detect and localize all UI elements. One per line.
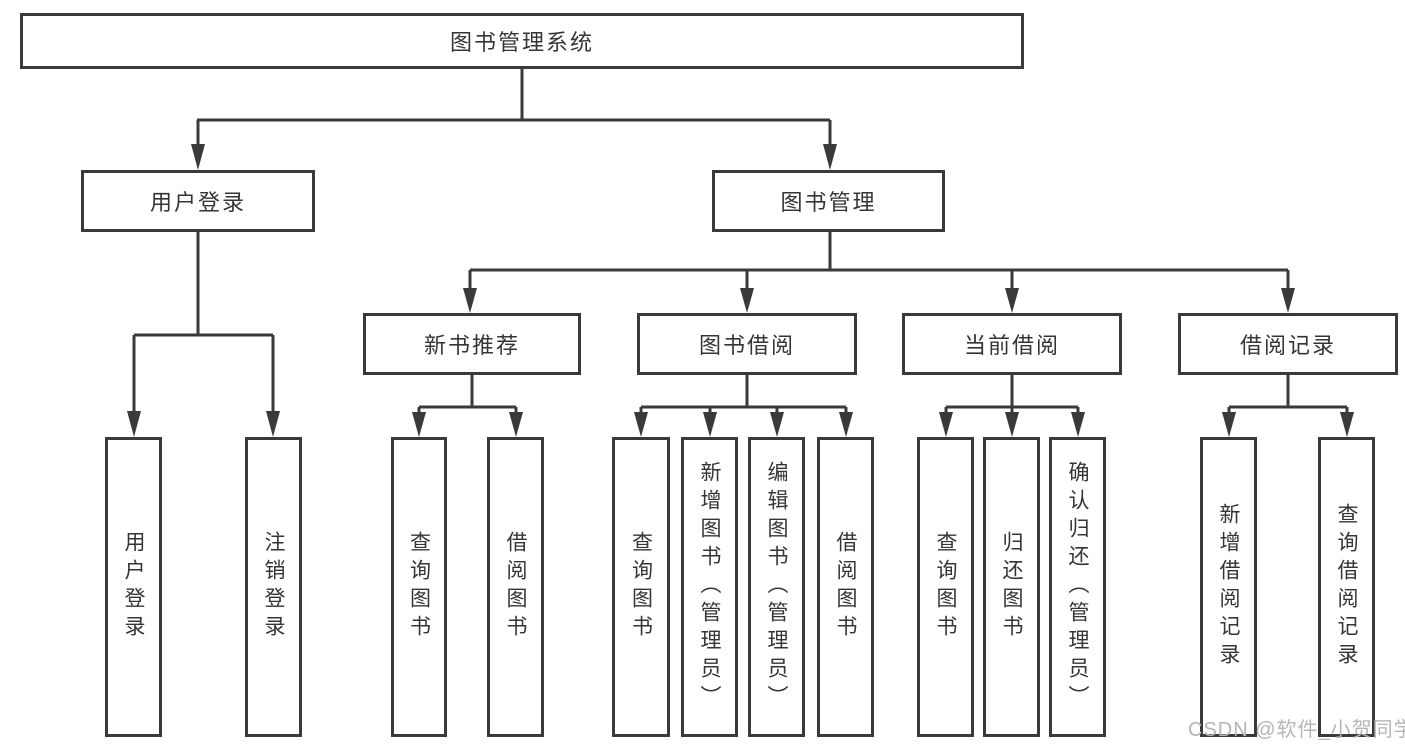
connector-new-book-recommend-branch — [412, 375, 523, 437]
connector-current-borrowing-branch — [939, 375, 1085, 437]
node-label: 图书管理 — [780, 190, 877, 215]
node-label: 确认归还（管理员） — [1066, 461, 1089, 713]
node-current-borrowing: 当前借阅 — [902, 313, 1122, 375]
node-label: 图书借阅 — [698, 333, 795, 358]
node-label: 新增借阅记录 — [1217, 503, 1240, 671]
node-label: 用户登录 — [122, 531, 145, 643]
node-label: 借阅记录 — [1239, 333, 1336, 358]
watermark-text: CSDN @软件_小贺同学 — [1188, 719, 1405, 741]
node-current-query-books: 查询图书 — [917, 437, 974, 737]
node-book-management: 图书管理 — [712, 170, 945, 232]
node-label: 借阅图书 — [834, 531, 857, 643]
node-label: 编辑图书（管理员） — [765, 461, 788, 713]
node-label: 查询借阅记录 — [1335, 503, 1358, 671]
node-label: 查询图书 — [629, 531, 653, 643]
node-current-confirm-return-admin: 确认归还（管理员） — [1049, 437, 1106, 737]
connector-user-login-branch — [127, 232, 280, 437]
node-borrowing-edit-books-admin: 编辑图书（管理员） — [748, 437, 805, 737]
node-label: 借阅图书 — [504, 531, 527, 643]
node-library-system: 图书管理系统 — [20, 13, 1024, 69]
node-user-login-group: 用户登录 — [81, 170, 315, 232]
connector-borrowing-records-branch — [1222, 375, 1354, 437]
node-recommend-query-books: 查询图书 — [391, 437, 447, 737]
node-label: 用户登录 — [149, 190, 246, 215]
node-recommend-borrow-books: 借阅图书 — [487, 437, 544, 737]
node-user-login: 用户登录 — [105, 437, 162, 737]
node-logout: 注销登录 — [245, 437, 302, 737]
node-label: 归还图书 — [1000, 531, 1023, 643]
node-records-add-borrow-record: 新增借阅记录 — [1200, 437, 1257, 737]
node-label: 新增图书（管理员） — [698, 461, 721, 713]
connector-book-management-branch — [463, 232, 1295, 313]
node-label: 查询图书 — [934, 531, 957, 643]
node-book-borrowing: 图书借阅 — [637, 313, 857, 375]
node-label: 注销登录 — [262, 531, 285, 643]
node-borrowing-add-books-admin: 新增图书（管理员） — [681, 437, 738, 737]
node-label: 查询图书 — [407, 531, 431, 643]
node-borrowing-borrow-books: 借阅图书 — [817, 437, 874, 737]
node-label: 图书管理系统 — [449, 30, 594, 55]
connector-root-to-level2 — [191, 69, 837, 170]
node-current-return-books: 归还图书 — [983, 437, 1040, 737]
node-new-book-recommend: 新书推荐 — [363, 313, 581, 375]
connector-book-borrowing-branch — [634, 375, 853, 437]
node-borrowing-records: 借阅记录 — [1178, 313, 1398, 375]
node-borrowing-query-books: 查询图书 — [612, 437, 670, 737]
node-label: 新书推荐 — [423, 333, 520, 358]
node-label: 当前借阅 — [963, 333, 1060, 358]
node-records-query-borrow-record: 查询借阅记录 — [1318, 437, 1375, 737]
